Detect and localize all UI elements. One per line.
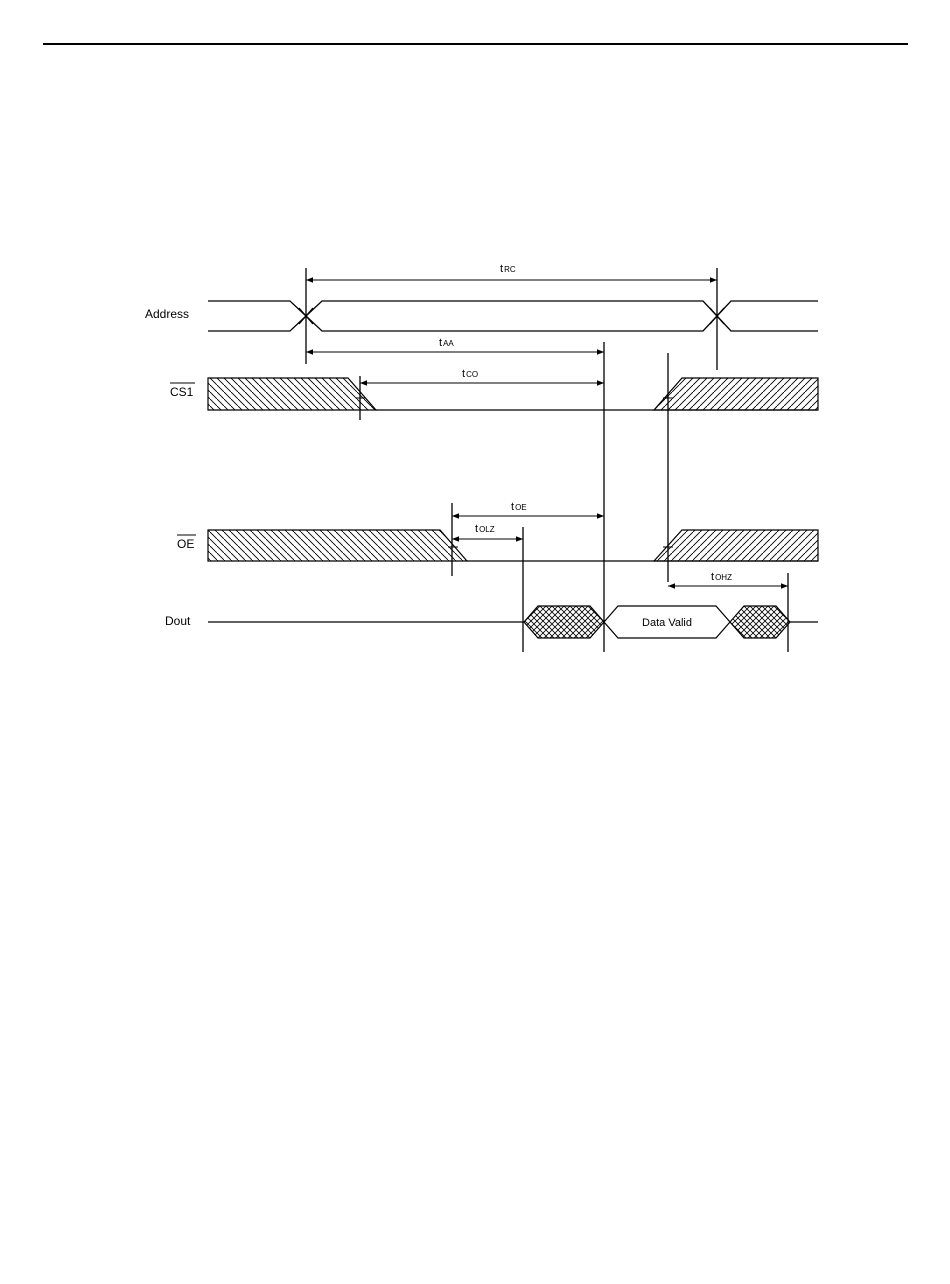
address-label: Address [145, 307, 189, 321]
reference-lines [306, 268, 788, 652]
oe-label: OE [177, 537, 194, 551]
taa-label-main: t [439, 337, 442, 349]
tco-label: tCO [462, 368, 478, 380]
tohz-label-main: t [711, 571, 714, 583]
tco-label-sub: CO [466, 370, 478, 379]
trc-label: tRC [500, 263, 516, 275]
dout-transition-1 [524, 606, 604, 638]
dout-transition-2 [730, 606, 790, 638]
trc-label-sub: RC [504, 265, 516, 274]
cs1-label: CS1 [170, 385, 194, 399]
tolz-label-main: t [475, 523, 478, 535]
tco-label-main: t [462, 368, 465, 380]
taa-label: tAA [439, 337, 454, 349]
address-waveform [208, 301, 818, 331]
tohz-label: tOHZ [711, 571, 732, 583]
tolz-label: tOLZ [475, 523, 495, 535]
tohz-label-sub: OHZ [715, 573, 732, 582]
trc-label-main: t [500, 263, 503, 275]
data-valid-label: Data Valid [642, 617, 692, 629]
oe-waveform [208, 530, 818, 561]
toe-label-sub: OE [515, 503, 527, 512]
toe-label-main: t [511, 501, 514, 513]
taa-label-sub: AA [443, 339, 454, 348]
tolz-label-sub: OLZ [479, 525, 495, 534]
dout-label: Dout [165, 614, 191, 628]
dout-waveform [208, 606, 818, 638]
toe-label: tOE [511, 501, 527, 513]
